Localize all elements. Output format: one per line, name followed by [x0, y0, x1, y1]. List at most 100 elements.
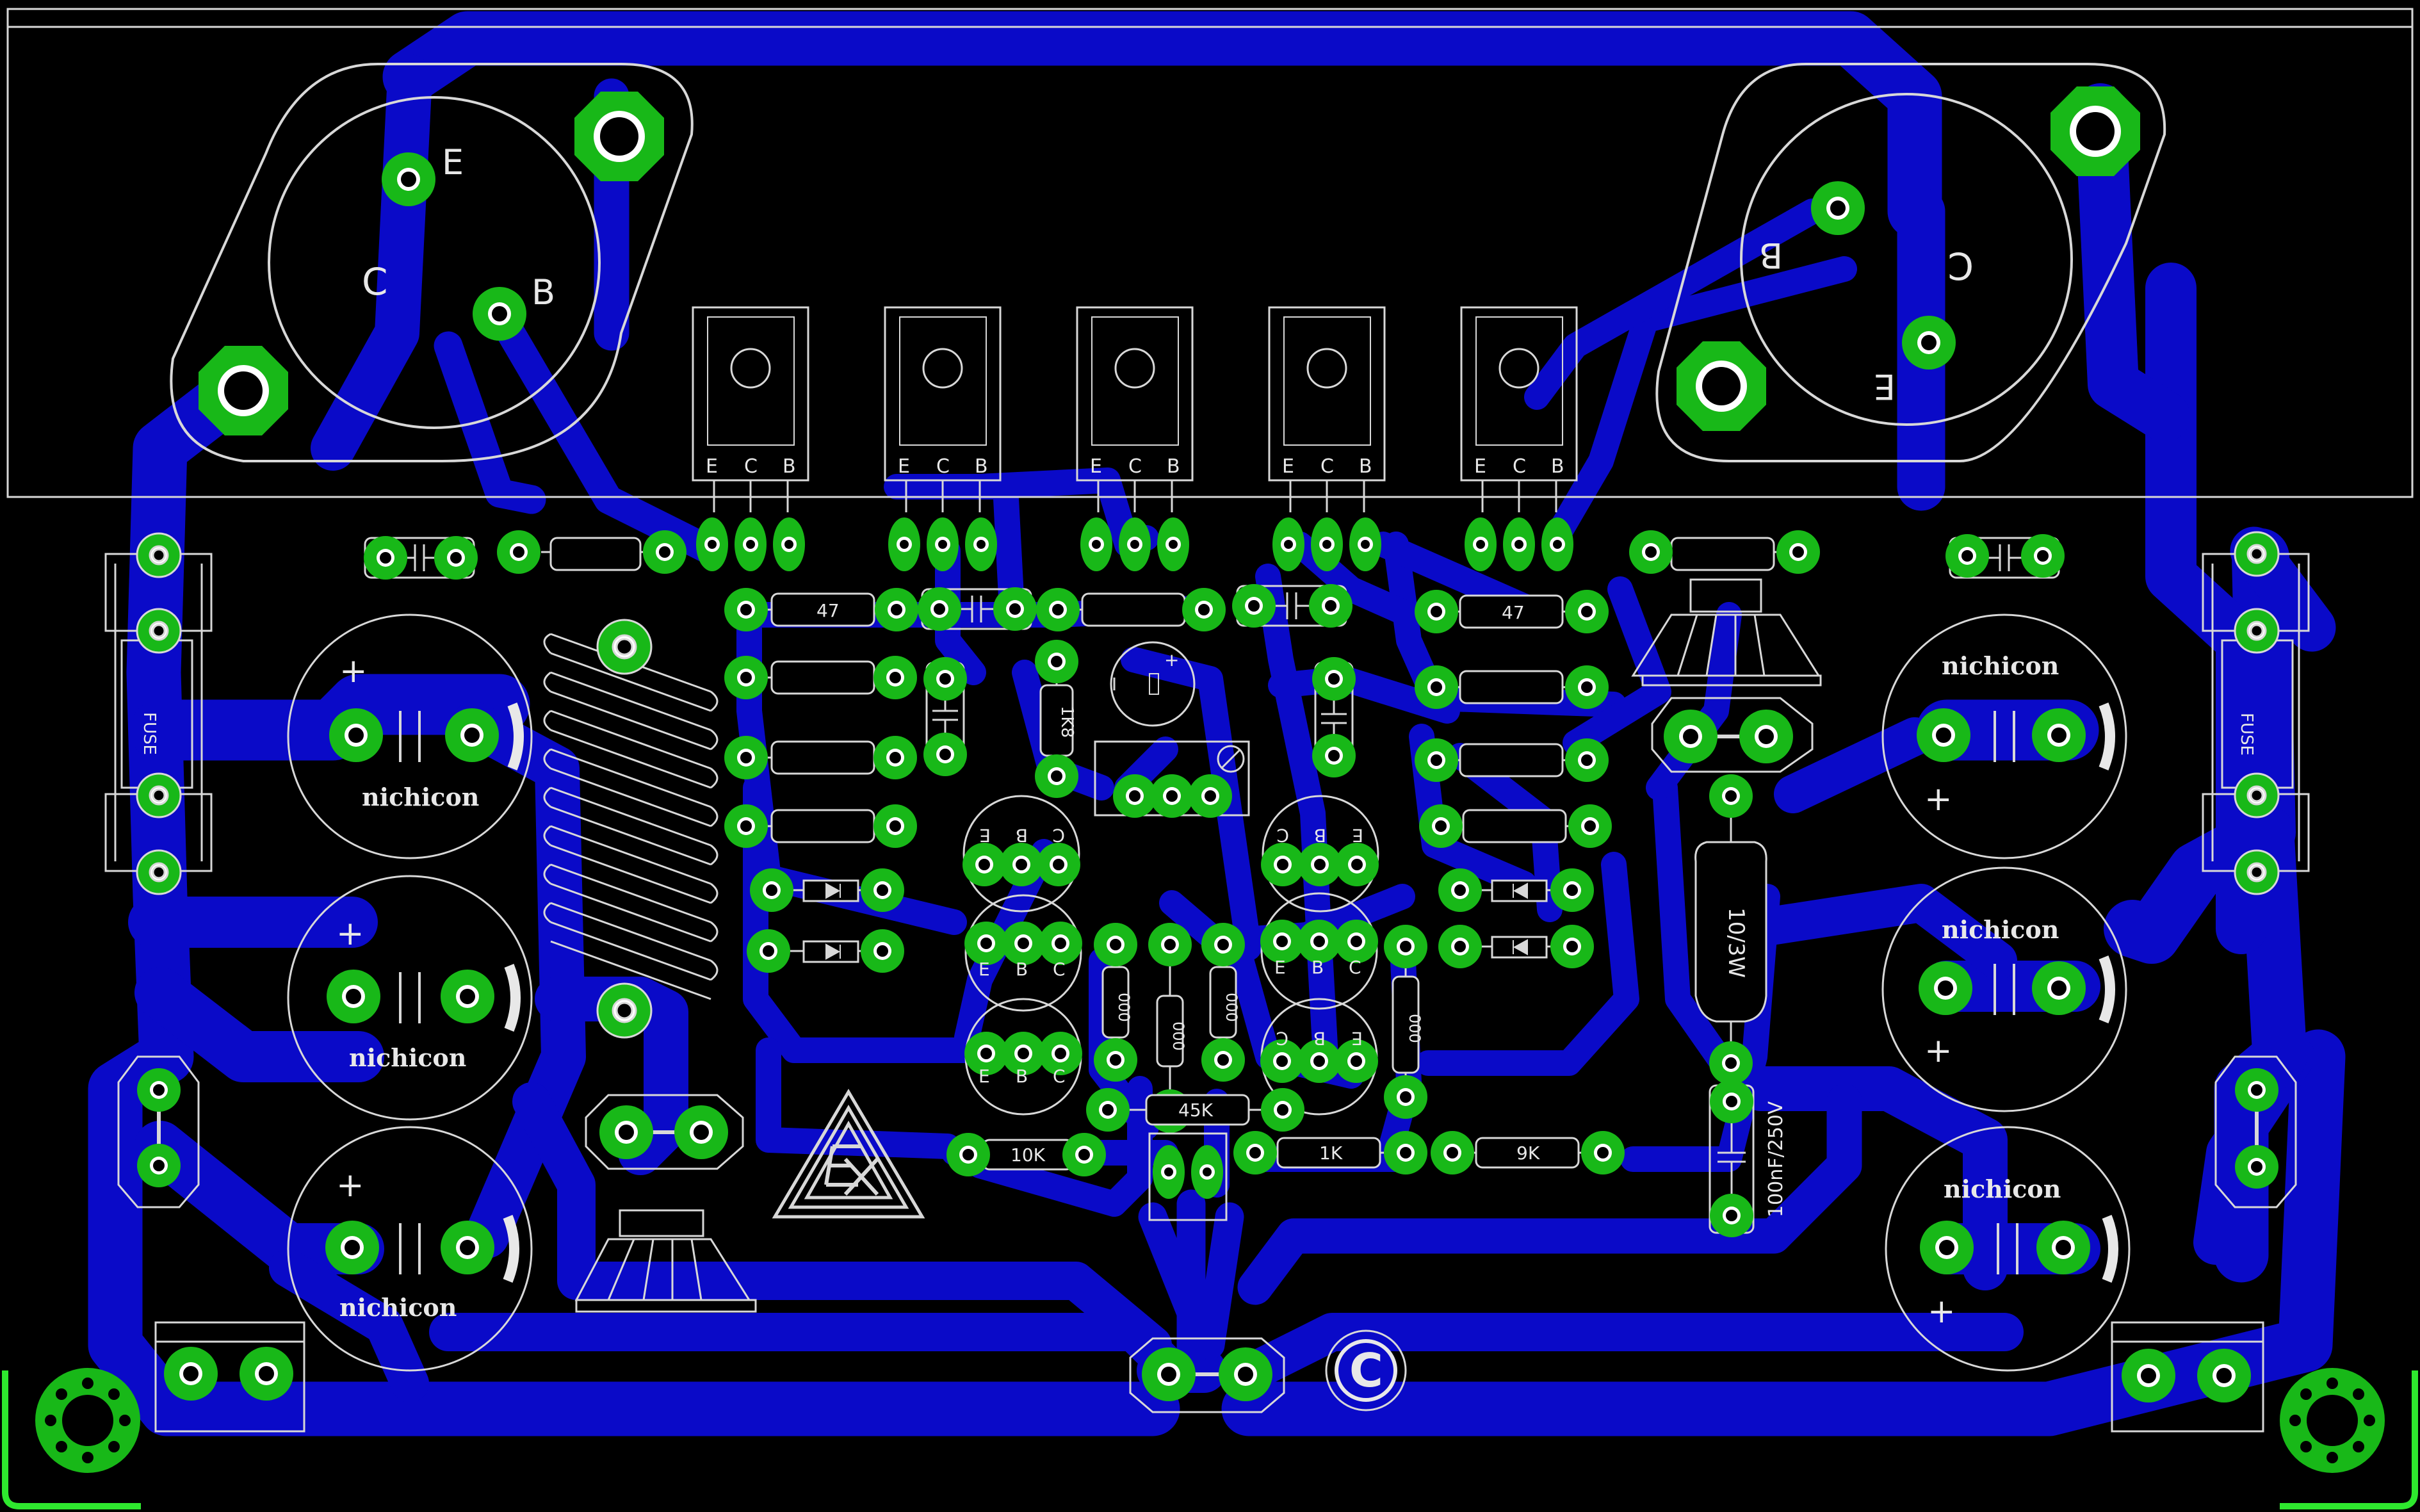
left-tr-b: B [532, 272, 555, 313]
svg-text:nichicon: nichicon [1942, 651, 2059, 680]
svg-text:E: E [898, 455, 910, 478]
fuse-left-label: FUSE [140, 712, 159, 755]
svg-text:E: E [979, 1066, 990, 1087]
svg-text:B: B [1313, 1028, 1326, 1049]
left-tr-c: C [362, 260, 388, 304]
heatsink-outline [6, 26, 2414, 498]
diode-left-1 [750, 868, 904, 912]
svg-text:B: B [1016, 825, 1028, 846]
output-connector-left [585, 1094, 744, 1170]
svg-text:000: 000 [1222, 993, 1240, 1022]
electrolytic-cap-right-2: + nichicon [1881, 866, 2127, 1112]
terminal-block-right [2111, 1321, 2264, 1433]
svg-text:E: E [1351, 1028, 1363, 1049]
resistor-10k-label: 10K [1011, 1144, 1046, 1166]
resistor-top-left [497, 530, 686, 574]
resistor-45k-label: 45K [1178, 1100, 1214, 1121]
svg-text:nichicon: nichicon [1942, 915, 2059, 944]
svg-text:B: B [1016, 1066, 1028, 1087]
diode-right-1 [1438, 868, 1594, 912]
resistor-right-2 [1415, 665, 1609, 709]
resistor-10k: 10K [946, 1133, 1106, 1176]
output-connector-top-right [1651, 697, 1814, 773]
capacitor-100nf-label: 100nF/250V [1765, 1101, 1787, 1217]
input-connector-center [1129, 1337, 1285, 1413]
to92-transistor-1: E B C [962, 795, 1080, 913]
diode-right-2 [1438, 925, 1594, 968]
film-cap-mid-right [1232, 584, 1352, 628]
right-tr-b: B [1759, 235, 1783, 275]
svg-text:C: C [744, 455, 758, 478]
film-cap-mid-left [918, 587, 1037, 631]
resistor-47-left-label: 47 [816, 600, 840, 621]
svg-text:E: E [1352, 825, 1363, 846]
svg-text:000: 000 [1115, 993, 1133, 1022]
connector-vertical-left [117, 1055, 200, 1208]
svg-text:B: B [1551, 455, 1564, 478]
resistor-45k: 45K [1086, 1088, 1304, 1132]
svg-text:C: C [1053, 1066, 1066, 1087]
svg-text:000: 000 [1169, 1021, 1187, 1051]
right-tr-c: C [1948, 244, 1974, 288]
air-coil-inductor [543, 619, 719, 1039]
svg-text:C: C [936, 455, 950, 478]
resistor-left-2 [724, 656, 917, 699]
resistor-000-2: 000 [1148, 923, 1192, 1133]
fuse-right-label: FUSE [2237, 713, 2256, 756]
connector-vertical-right [2214, 1055, 2297, 1208]
svg-text:B: B [1167, 455, 1180, 478]
to92-transistor-5: E B C [1260, 892, 1378, 1010]
svg-text:nichicon: nichicon [1944, 1175, 2061, 1203]
mounting-hole-icon [35, 1368, 140, 1473]
board-edge [2, 1370, 2418, 1509]
power-transistor-right: B C E [1655, 63, 2166, 462]
resistor-right-4 [1419, 804, 1612, 848]
resistor-10-3w-label: 10/3W [1723, 907, 1749, 978]
fuse-right: FUSE [2202, 531, 2310, 895]
electrolytic-cap-left-2: + nichicon [287, 875, 533, 1121]
trimmer-potentiometer-icon [1217, 745, 1245, 773]
svg-text:E: E [1274, 957, 1286, 978]
svg-text:B: B [1314, 825, 1326, 846]
film-cap-top-right [1945, 534, 2065, 579]
svg-text:+: + [1924, 780, 1953, 818]
svg-text:+: + [336, 1166, 364, 1205]
to92-transistor-2: E B C [964, 894, 1082, 1012]
cap-brand: nichicon [362, 783, 479, 811]
svg-text:000: 000 [1406, 1014, 1424, 1043]
electrolytic-cap-right-1: + nichicon [1881, 614, 2127, 859]
resistor-top-mid [1036, 588, 1226, 631]
resistor-1k-label: 1K [1319, 1142, 1343, 1164]
svg-text:+: + [1164, 649, 1179, 671]
resistor-1k8-label: 1K8 [1057, 706, 1076, 738]
resistor-1k8: 1K8 [1035, 640, 1078, 798]
svg-text:C: C [1513, 455, 1526, 478]
svg-text:nichicon: nichicon [349, 1043, 466, 1072]
mounting-hole-icon [2280, 1368, 2385, 1473]
electrolytic-cap-left-3: + nichicon [287, 1126, 533, 1372]
film-cap-vertical-left [923, 657, 967, 776]
svg-text:C: C [1276, 1028, 1288, 1049]
driver-transistor-1: E C B [692, 306, 809, 571]
fire-hazard-icon [772, 1089, 925, 1219]
resistor-right-3 [1415, 738, 1609, 782]
resistor-9k-label: 9K [1516, 1142, 1540, 1164]
svg-text:B: B [783, 455, 796, 478]
to92-transistor-4: C B E [1261, 795, 1379, 913]
svg-text:E: E [1474, 455, 1486, 478]
to92-transistor-6: C B E [1260, 998, 1378, 1116]
film-cap-vertical-right [1312, 657, 1356, 777]
driver-transistor-4: E C B [1268, 306, 1386, 571]
driver-transistor-3: E C B [1076, 306, 1194, 571]
svg-text:C: C [1349, 957, 1361, 978]
resistor-47-right-label: 47 [1502, 602, 1525, 623]
copyright-letter: C [1349, 1344, 1383, 1397]
svg-text:B: B [1359, 455, 1372, 478]
diode-left-2 [747, 929, 904, 973]
speaker-icon [574, 1209, 757, 1313]
resistor-1k: 1K [1233, 1131, 1427, 1175]
resistor-left-3 [724, 736, 917, 779]
resistor-000-4: 000 [1384, 925, 1427, 1119]
resistor-000-1: 000 [1094, 923, 1137, 1082]
